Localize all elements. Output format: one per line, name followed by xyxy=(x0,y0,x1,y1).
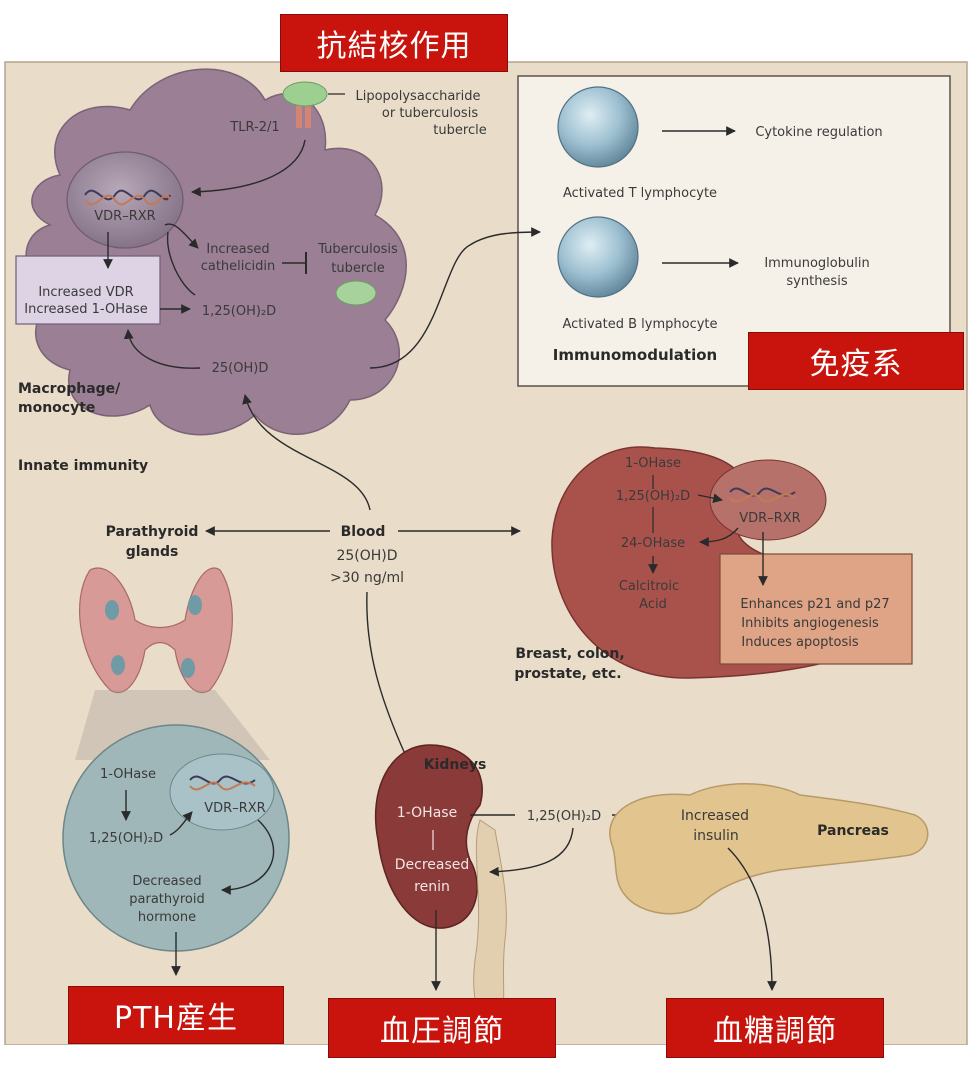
pancreas-title: Pancreas xyxy=(817,823,889,839)
increased-vdr-box xyxy=(15,255,161,325)
kidney-title: Kidneys xyxy=(424,757,487,773)
pth-label-line3: hormone xyxy=(138,910,196,925)
kidney-calcitriol-label: 1,25(OH)₂D xyxy=(527,809,601,824)
macrophage-title-line1: Macrophage/ xyxy=(18,381,121,397)
tlr-receptor-icon xyxy=(282,81,328,128)
calcitroic-acid-label-line2: Acid xyxy=(639,597,667,612)
breast-effects-box xyxy=(719,553,913,665)
pth-label-line1: Decreased xyxy=(132,874,201,889)
insulin-label-line2: insulin xyxy=(693,828,739,844)
lps-label-line1: Lipopolysaccharide xyxy=(355,89,480,104)
t-lymphocyte-label: Activated T lymphocyte xyxy=(563,186,717,201)
lps-label-line3: tubercle xyxy=(433,123,486,138)
immunoglobulin-label-line1: Immunoglobulin xyxy=(764,256,869,271)
macrophage-calcidiol-label: 25(OH)D xyxy=(212,361,269,376)
thyroid-gland-icon xyxy=(79,567,233,694)
pth-label-line2: parathyroid xyxy=(129,892,204,907)
immune-system-label: 免疫系 xyxy=(748,332,964,390)
pth-production-label: PTH産生 xyxy=(68,986,284,1044)
renin-label-line2: renin xyxy=(414,879,450,895)
innate-immunity-label: Innate immunity xyxy=(18,458,148,474)
blood-level-line2: >30 ng/ml xyxy=(330,570,404,586)
tuberculosis-label-line1: Tuberculosis xyxy=(317,242,398,257)
macrophage-cell xyxy=(25,68,407,436)
macrophage-title-line2: monocyte xyxy=(18,400,95,416)
cytokine-label: Cytokine regulation xyxy=(755,125,882,140)
antituberculosis-label: 抗結核作用 xyxy=(280,14,508,72)
tlr-label: TLR-2/1 xyxy=(229,120,279,135)
pancreas-organ xyxy=(609,783,929,915)
cathelicidin-label-line2: cathelicidin xyxy=(201,259,276,274)
breast-1ohase-label: 1-OHase xyxy=(625,456,681,471)
blood-level-line1: 25(OH)D xyxy=(336,548,397,564)
dna-helix-icon xyxy=(84,189,171,201)
breast-effect-1: Enhances p21 and p27 xyxy=(740,597,889,612)
lps-label-line2: or tuberculosis xyxy=(382,106,478,121)
parathyroid-calcitriol-label: 1,25(OH)₂D xyxy=(89,831,163,846)
vdr-rxr-label: VDR–RXR xyxy=(94,209,155,224)
breast-effect-2: Inhibits angiogenesis xyxy=(741,616,879,631)
calcitroic-acid-label-line1: Calcitroic xyxy=(619,579,679,594)
kidney-1ohase-label: 1-OHase xyxy=(397,805,457,821)
immunomodulation-title: Immunomodulation xyxy=(553,346,717,364)
breast-tissue-label-line1: Breast, colon, xyxy=(515,646,624,662)
parathyroid-1ohase-label: 1-OHase xyxy=(100,767,156,782)
immunoglobulin-label-line2: synthesis xyxy=(786,274,847,289)
breast-24ohase-label: 24-OHase xyxy=(621,536,685,551)
breast-tissue-label-line2: prostate, etc. xyxy=(514,666,621,682)
tuberculosis-label-line2: tubercle xyxy=(331,261,384,276)
blood-title: Blood xyxy=(341,524,386,540)
macrophage-calcitriol-label: 1,25(OH)₂D xyxy=(202,304,276,319)
blood-pressure-label: 血圧調節 xyxy=(328,998,556,1058)
parathyroid-title-line1: Parathyroid xyxy=(106,524,199,540)
b-lymphocyte-icon xyxy=(557,216,639,298)
macrophage-nucleus xyxy=(66,151,184,249)
increased-vdr-label: Increased VDR xyxy=(38,285,133,300)
kidney-organ xyxy=(374,744,483,929)
parathyroid-vdr-rxr-label: VDR–RXR xyxy=(204,801,265,816)
breast-effect-3: Induces apoptosis xyxy=(741,635,858,650)
cathelicidin-label-line1: Increased xyxy=(206,242,269,257)
breast-vdr-rxr-label: VDR–RXR xyxy=(739,511,800,526)
parathyroid-title-line2: glands xyxy=(126,544,179,560)
insulin-label-line1: Increased xyxy=(681,808,749,824)
blood-sugar-label: 血糖調節 xyxy=(666,998,884,1058)
b-lymphocyte-label: Activated B lymphocyte xyxy=(562,317,717,332)
tubercle-icon xyxy=(335,280,377,306)
t-lymphocyte-icon xyxy=(557,86,639,168)
breast-calcitriol-label: 1,25(OH)₂D xyxy=(616,489,690,504)
renin-label-line1: Decreased xyxy=(395,857,470,873)
increased-1ohase-label: Increased 1-OHase xyxy=(24,302,147,317)
